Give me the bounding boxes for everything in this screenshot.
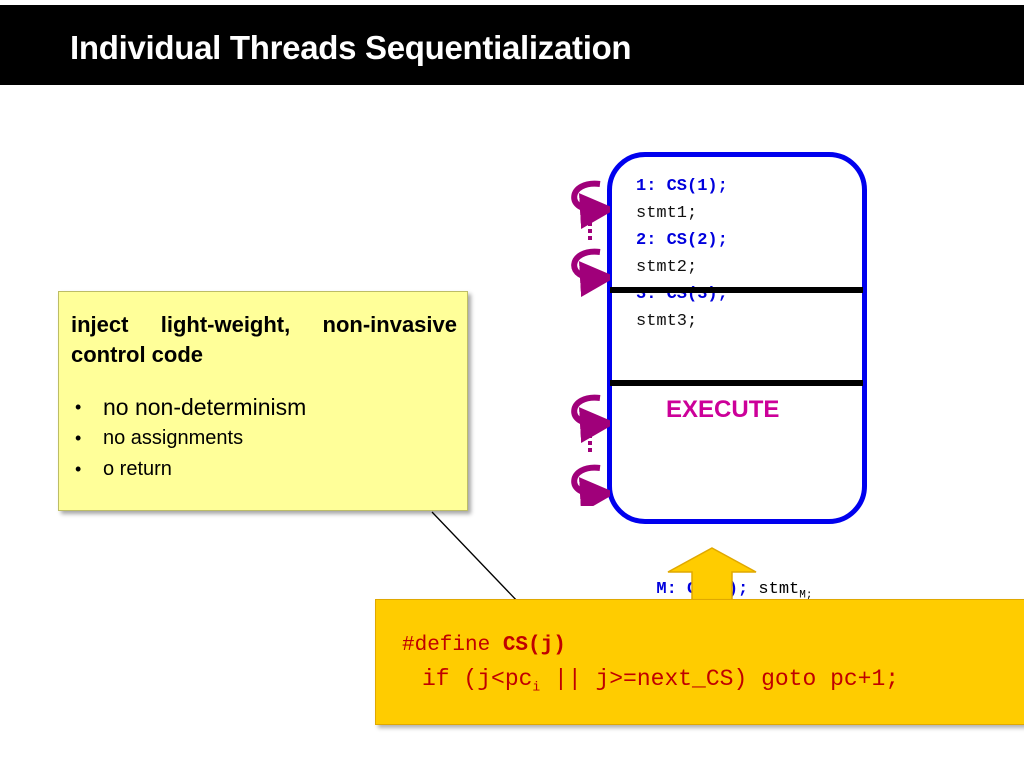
separator-line-top bbox=[610, 287, 863, 293]
define-macro: CS(j) bbox=[502, 634, 566, 657]
code-line-4: stmt2; bbox=[636, 258, 698, 277]
note-bullet-list: no non-determinism no assignments o retu… bbox=[71, 392, 457, 485]
separator-line-bottom bbox=[610, 380, 863, 386]
title-bar: Individual Threads Sequentialization bbox=[0, 5, 1024, 85]
m-stmt-sub: M; bbox=[799, 589, 813, 602]
execute-label: EXECUTE bbox=[666, 396, 780, 423]
thread-box bbox=[607, 152, 867, 524]
loop-arrow-3-icon bbox=[571, 394, 610, 444]
define-keyword: #define bbox=[402, 634, 503, 657]
dots-2-icon bbox=[588, 434, 592, 452]
m-stmt: stmt bbox=[748, 580, 800, 599]
code-line-2: stmt1; bbox=[636, 204, 698, 223]
code-line-6: stmt3; bbox=[636, 312, 698, 331]
define-cond-b: || j>=next_CS) goto pc+1; bbox=[540, 666, 900, 692]
loop-arrows bbox=[571, 180, 610, 506]
note-heading: inject light-weight, non-invasive contro… bbox=[71, 312, 457, 367]
loop-arrow-4-icon bbox=[571, 464, 610, 506]
define-cond-a: if (j<pc bbox=[422, 666, 533, 692]
note-bullet-2: no assignments bbox=[71, 423, 457, 454]
define-line-2: if (j<pci || j>=next_CS) goto pc+1; bbox=[422, 666, 899, 695]
note-bullet-3: o return bbox=[71, 454, 457, 485]
note-bullet-1: no non-determinism bbox=[71, 392, 457, 423]
define-line-1: #define CS(j) bbox=[402, 634, 566, 657]
loop-arrow-2-icon bbox=[571, 248, 610, 298]
code-line-3: 2: CS(2); bbox=[636, 231, 728, 250]
slide-title: Individual Threads Sequentialization bbox=[70, 29, 632, 66]
define-cond-sub: i bbox=[532, 679, 541, 695]
loop-arrow-1-icon bbox=[571, 180, 610, 230]
define-box: #define CS(j) if (j<pci || j>=next_CS) g… bbox=[375, 599, 1024, 725]
note-box: inject light-weight, non-invasive contro… bbox=[58, 291, 468, 511]
code-line-1: 1: CS(1); bbox=[636, 177, 728, 196]
dots-1-icon bbox=[588, 222, 592, 240]
